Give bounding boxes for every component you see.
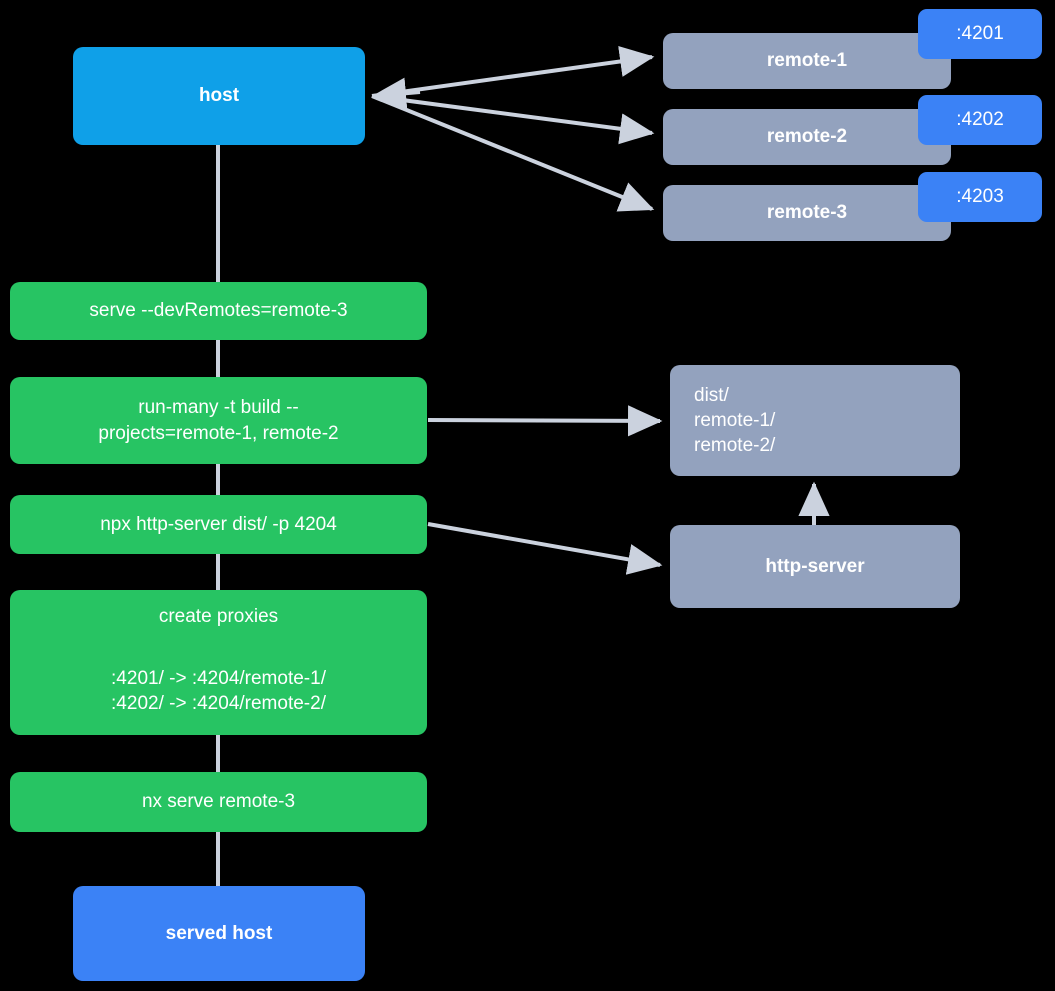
edge-remotes-host	[371, 77, 421, 109]
command-create-proxies-line-2: :4202/ -> :4204/remote-2/	[111, 693, 326, 715]
node-http-server-label: http-server	[765, 555, 865, 577]
command-create-proxies-title: create proxies	[158, 606, 279, 627]
node-served-host-label: served host	[165, 922, 273, 944]
port-badge-remote-1: :4201	[918, 9, 1042, 59]
command-serve-devremotes-label: serve --devRemotes=remote-3	[89, 300, 348, 322]
edge-npx-httpserver	[427, 522, 663, 575]
command-nx-serve-remote-3-label: nx serve remote-3	[141, 791, 296, 813]
node-remote-3[interactable]: remote-3	[663, 185, 951, 241]
node-dist-folder-label: dist/ remote-1/ remote-2/	[694, 384, 776, 457]
edge-runmany-dist	[427, 405, 663, 437]
command-run-many-build-label: run-many -t build -- projects=remote-1, …	[98, 397, 339, 444]
command-serve-devremotes[interactable]: serve --devRemotes=remote-3	[10, 282, 427, 340]
command-create-proxies-line-1: :4201/ -> :4204/remote-1/	[111, 668, 326, 690]
command-run-many-build[interactable]: run-many -t build -- projects=remote-1, …	[10, 377, 427, 464]
node-remote-2[interactable]: remote-2	[663, 109, 951, 165]
node-served-host[interactable]: served host	[73, 886, 365, 981]
port-badge-remote-3: :4203	[918, 172, 1042, 222]
edge-host-remote-3	[371, 94, 655, 212]
edge-host-remote-2	[371, 94, 655, 145]
command-npx-http-server[interactable]: npx http-server dist/ -p 4204	[10, 495, 427, 554]
node-remote-1-label: remote-1	[766, 50, 848, 72]
node-http-server[interactable]: http-server	[670, 525, 960, 608]
port-badge-remote-1-label: :4201	[956, 23, 1004, 44]
edge-host-remote-1	[371, 45, 655, 98]
node-host[interactable]: host	[73, 47, 365, 145]
node-remote-3-label: remote-3	[766, 202, 848, 224]
node-remote-1[interactable]: remote-1	[663, 33, 951, 89]
node-dist-folder[interactable]: dist/ remote-1/ remote-2/	[670, 365, 960, 476]
node-host-label: host	[198, 85, 240, 107]
node-remote-2-label: remote-2	[766, 126, 848, 148]
command-create-proxies[interactable]: create proxies :4201/ -> :4204/remote-1/…	[10, 590, 427, 735]
command-npx-http-server-label: npx http-server dist/ -p 4204	[100, 513, 337, 535]
port-badge-remote-2-label: :4202	[956, 109, 1004, 130]
port-badge-remote-3-label: :4203	[956, 186, 1004, 207]
command-nx-serve-remote-3[interactable]: nx serve remote-3	[10, 772, 427, 832]
port-badge-remote-2: :4202	[918, 95, 1042, 145]
